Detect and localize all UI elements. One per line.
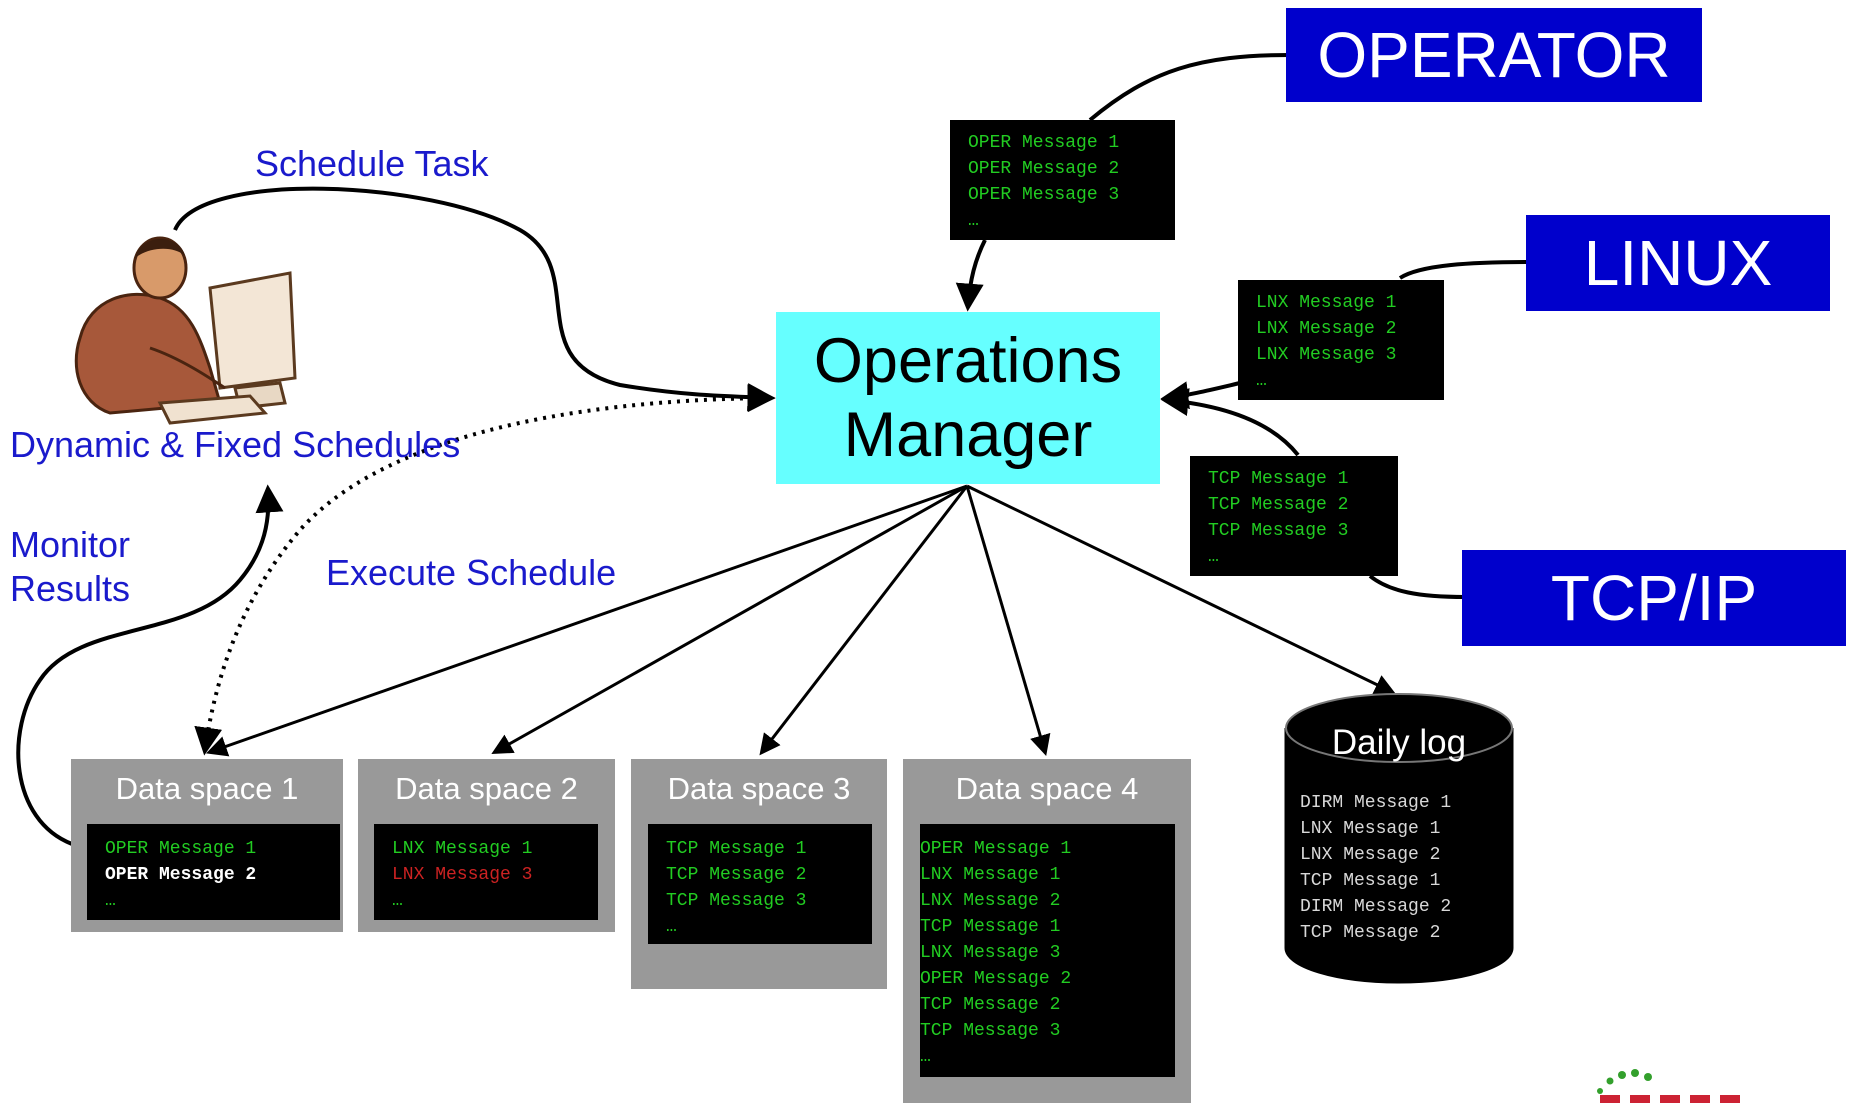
message-line: … [392, 891, 403, 911]
data-space-terminal: LNX Message 1 LNX Message 3 … [374, 824, 598, 920]
message-line: TCP Message 1 [666, 839, 807, 859]
queue-line: TCP Message 2 [1208, 495, 1349, 515]
oper-queue-arrow [955, 239, 987, 312]
data-space-3: Data space 3 TCP Message 1 TCP Message 2… [631, 759, 887, 989]
arrow-to-ds4 [965, 485, 1051, 757]
message-line: LNX Message 1 [920, 865, 1061, 885]
message-line: LNX Message 3 [392, 865, 533, 885]
lnx-queue: LNX Message 1 LNX Message 2 LNX Message … [1238, 280, 1444, 400]
arrow-to-ds2 [491, 484, 968, 755]
data-space-terminal: OPER Message 1 LNX Message 1 LNX Message… [920, 824, 1175, 1077]
results-line: Results [10, 568, 131, 609]
daily-log-lines: DIRM Message 1 LNX Message 1 LNX Message… [1300, 790, 1500, 946]
queue-line: LNX Message 2 [1256, 319, 1397, 339]
center-line-1: Operations [813, 326, 1123, 396]
execute-schedule-label: Execute Schedule [326, 552, 617, 593]
message-line: LNX Message 1 [392, 839, 533, 859]
message-line: TCP Message 3 [920, 1021, 1061, 1041]
message-line: TCP Message 3 [666, 891, 807, 911]
queue-line: LNX Message 3 [1256, 345, 1397, 365]
message-line: … [105, 891, 116, 911]
queue-line: OPER Message 2 [968, 159, 1120, 179]
queue-line: … [1256, 371, 1267, 391]
arrow-to-ds3 [759, 485, 969, 756]
log-line: LNX Message 2 [1300, 845, 1441, 865]
person-at-computer-icon [74, 236, 297, 425]
operations-manager-box: Operations Manager [776, 312, 1160, 484]
oper-queue: OPER Message 1 OPER Message 2 OPER Messa… [950, 120, 1175, 240]
message-line: OPER Message 2 [920, 969, 1072, 989]
data-space-title: Data space 3 [667, 771, 851, 806]
message-line: TCP Message 2 [666, 865, 807, 885]
data-space-1: Data space 1 OPER Message 1 OPER Message… [71, 759, 343, 932]
message-line: LNX Message 3 [920, 943, 1061, 963]
queue-line: LNX Message 1 [1256, 293, 1397, 313]
data-space-title: Data space 2 [395, 771, 578, 806]
data-space-2: Data space 2 LNX Message 1 LNX Message 3… [358, 759, 615, 932]
share-logo-icon [1597, 1069, 1740, 1103]
linux-box: LINUX [1526, 215, 1830, 311]
message-line: OPER Message 1 [105, 839, 257, 859]
execute-schedule-arrow [194, 384, 776, 756]
daily-log-title: Daily log [1331, 723, 1467, 762]
log-line: DIRM Message 2 [1300, 897, 1452, 917]
data-space-title: Data space 4 [955, 771, 1139, 806]
schedules-label: Dynamic & Fixed Schedules [10, 424, 461, 465]
log-line: TCP Message 1 [1300, 871, 1441, 891]
monitor-line: Monitor [10, 524, 131, 565]
data-space-4: Data space 4 OPER Message 1 LNX Message … [903, 759, 1191, 1103]
data-space-terminal: OPER Message 1 OPER Message 2 … [87, 824, 340, 920]
queue-line: … [968, 211, 979, 231]
queue-line: … [1208, 547, 1219, 567]
data-space-terminal: TCP Message 1 TCP Message 2 TCP Message … [648, 824, 872, 944]
log-line: DIRM Message 1 [1300, 793, 1452, 813]
operator-box: OPERATOR [1286, 8, 1702, 102]
queue-line: TCP Message 3 [1208, 521, 1349, 541]
log-line: TCP Message 2 [1300, 923, 1441, 943]
message-line: TCP Message 1 [920, 917, 1061, 937]
data-space-title: Data space 1 [115, 771, 299, 806]
linux-connector [1398, 260, 1531, 280]
tcp-queue: TCP Message 1 TCP Message 2 TCP Message … [1190, 456, 1398, 576]
operator-connector [1088, 53, 1291, 122]
tcpip-connector [1368, 574, 1466, 599]
lnx-queue-arrow [1160, 381, 1241, 410]
arrow-to-ds1 [206, 484, 968, 757]
log-line: LNX Message 1 [1300, 819, 1441, 839]
schedule-task-label: Schedule Task [255, 143, 489, 184]
message-line: … [666, 917, 677, 937]
center-line-2: Manager [843, 400, 1093, 470]
arrow-to-daily-log [966, 484, 1396, 695]
daily-log-cylinder [1284, 693, 1514, 984]
queue-line: TCP Message 1 [1208, 469, 1349, 489]
message-line: OPER Message 2 [105, 865, 257, 885]
tcp-queue-arrow [1160, 388, 1300, 457]
queue-line: OPER Message 3 [968, 185, 1120, 205]
monitor-results-label: Monitor Results [10, 523, 130, 611]
message-line: … [920, 1047, 931, 1067]
message-line: OPER Message 1 [920, 839, 1072, 859]
message-line: LNX Message 2 [920, 891, 1061, 911]
monitor-results-arrow [16, 484, 284, 846]
message-line: TCP Message 2 [920, 995, 1061, 1015]
queue-line: OPER Message 1 [968, 133, 1120, 153]
tcpip-box: TCP/IP [1462, 550, 1846, 646]
